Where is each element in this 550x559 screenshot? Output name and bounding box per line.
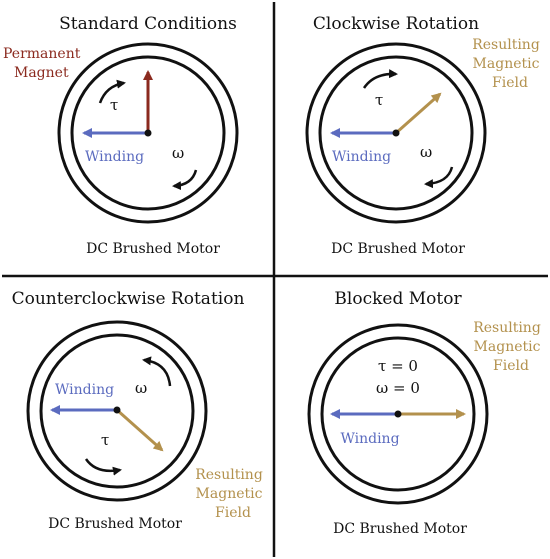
speed-arrow [172,169,198,191]
torque-symbol: τ [101,431,109,449]
resulting-field-arrow [395,92,442,135]
stator-outer-ring [307,323,489,505]
rotor-center-dot [394,410,402,418]
winding-label: Winding [85,149,144,165]
torque-arrow [84,458,122,476]
panel-title: Standard Conditions [59,14,237,34]
speed-symbol: ω [135,379,147,397]
speed-arrow [424,166,454,189]
torque-symbol: τ [375,91,383,109]
magnet-label-line1: Permanent [3,46,81,62]
field-label-line1: Resulting [472,37,540,53]
winding-label: Winding [55,382,114,398]
torque-arrow [362,69,398,89]
resulting-field-arrow [116,408,164,452]
field-label-line2: Magnetic [474,339,541,355]
panel-caption: DC Brushed Motor [48,516,182,532]
winding-label: Winding [332,149,391,165]
panel-title: Clockwise Rotation [313,14,479,34]
panel-clockwise-rotation: Clockwise Rotation Resulting Magnetic Fi… [305,14,540,257]
magnet-label-line2: Magnet [14,65,69,81]
rotor-inner-ring [320,336,476,492]
panel-standard-conditions: Standard Conditions Permanent Magnet τ W… [3,14,239,257]
field-label-line1: Resulting [473,320,541,336]
rotor-inner-ring [39,333,195,489]
panel-caption: DC Brushed Motor [333,521,467,537]
field-label-line1: Resulting [195,467,263,483]
torque-symbol: τ [110,96,118,114]
speed-symbol: ω [172,144,184,162]
torque-arrow [98,79,126,104]
stator-outer-ring [305,42,487,224]
field-label-line3: Field [215,505,251,521]
field-label-line3: Field [492,75,528,91]
speed-arrow [142,356,172,387]
field-label-line2: Magnetic [473,56,540,72]
panel-title: Counterclockwise Rotation [12,289,245,309]
rotor-inner-ring [70,55,226,211]
panel-title: Blocked Motor [334,289,462,309]
winding-label: Winding [340,431,399,447]
field-label-line3: Field [493,358,529,374]
stator-outer-ring [26,320,208,502]
rotor-inner-ring [318,55,474,211]
panel-caption: DC Brushed Motor [86,241,220,257]
rotor-center-dot [144,129,152,137]
torque-zero-label: τ = 0 [378,357,418,375]
rotor-center-dot [392,129,400,137]
panel-counterclockwise-rotation: Counterclockwise Rotation Winding ω τ Re… [12,289,263,532]
field-label-line2: Magnetic [196,486,263,502]
speed-zero-label: ω = 0 [376,379,420,397]
speed-symbol: ω [420,143,432,161]
rotor-center-dot [113,406,121,414]
panel-blocked-motor: Blocked Motor Resulting Magnetic Field τ… [307,289,541,537]
stator-outer-ring [57,42,239,224]
panel-caption: DC Brushed Motor [331,241,465,257]
